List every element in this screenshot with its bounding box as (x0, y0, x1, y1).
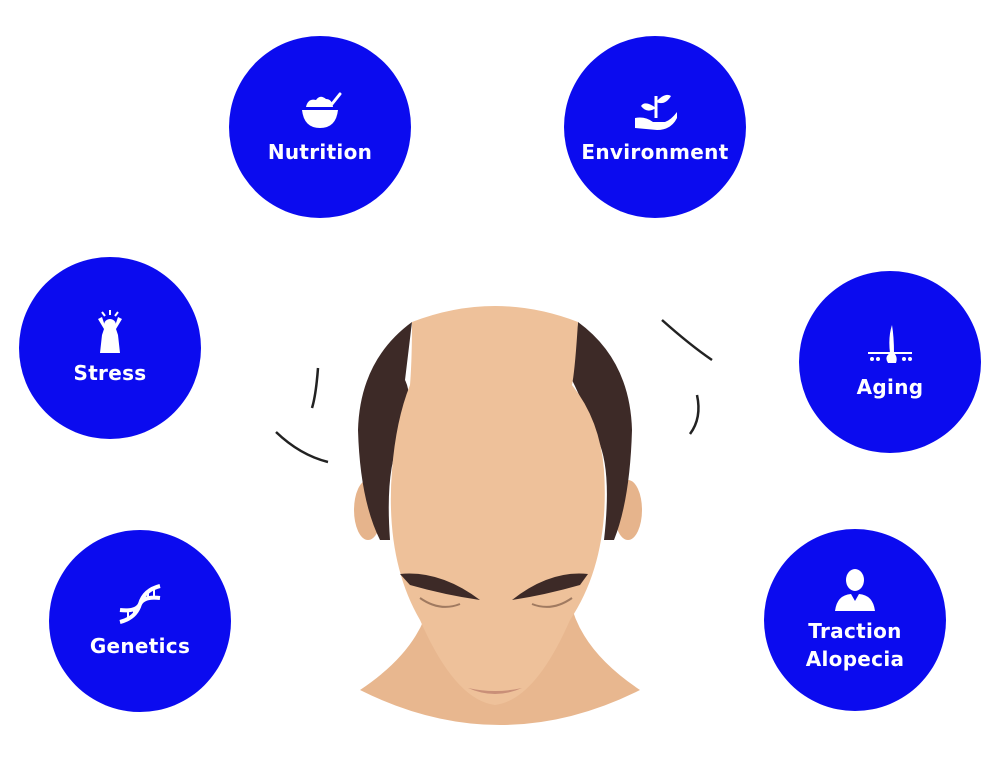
cause-traction-alopecia: Traction Alopecia (764, 529, 946, 711)
falling-hair (275, 431, 329, 464)
cause-stress: Stress (19, 257, 201, 439)
hair-right (572, 322, 632, 540)
left-eyebrow (400, 573, 480, 600)
cause-label: Stress (73, 361, 147, 385)
falling-hair (310, 367, 320, 409)
left-eye (419, 597, 461, 608)
cause-label: Genetics (89, 634, 191, 658)
person-icon (835, 569, 875, 611)
cause-aging: Aging (799, 271, 981, 453)
scalp-face (390, 306, 605, 705)
stressed-person-icon (98, 310, 122, 353)
cause-genetics: Genetics (49, 530, 231, 712)
cause-environment: Environment (564, 36, 746, 218)
cause-nutrition: Nutrition (229, 36, 411, 218)
dna-icon (119, 584, 161, 624)
cause-label: Traction Alopecia (806, 617, 905, 673)
cause-label: Nutrition (267, 140, 373, 164)
cause-label: Aging (856, 375, 924, 399)
bowl-icon (302, 92, 342, 128)
mouth (468, 688, 522, 694)
falling-hair (688, 394, 700, 435)
falling-hair (661, 319, 713, 362)
cause-label-line: Traction (808, 619, 902, 643)
right-eyebrow (512, 573, 588, 600)
hair-left (358, 322, 412, 540)
cause-label-line: Alopecia (805, 647, 905, 671)
hair-follicle-icon (868, 325, 912, 363)
plant-in-hand-icon (635, 94, 677, 130)
cause-label: Environment (581, 140, 729, 164)
right-eye (531, 597, 573, 608)
